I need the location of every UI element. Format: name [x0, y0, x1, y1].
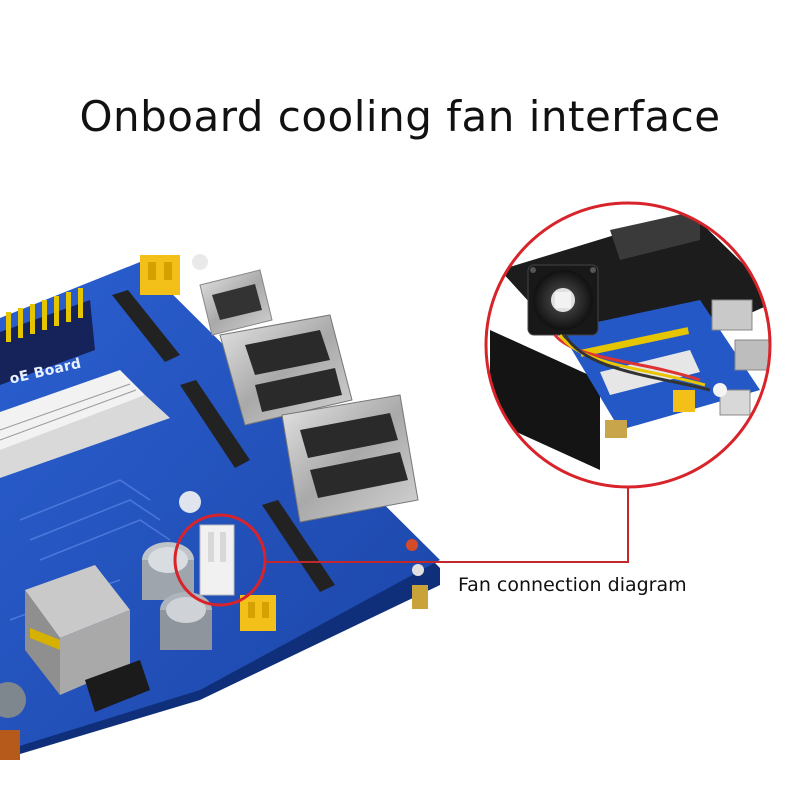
yellow-jumper-top: [140, 255, 180, 295]
red-dot: [406, 539, 418, 551]
fan-icon: [527, 264, 599, 336]
fan-caption: Fan connection diagram: [458, 574, 687, 596]
fpc-connectors: [112, 290, 335, 592]
gpio-header: [0, 288, 95, 385]
red-circle-highlight: [173, 513, 267, 607]
standoff: [412, 585, 428, 609]
fan-connector: [199, 524, 235, 596]
usb-port-2: [281, 394, 419, 523]
yellow-jumper-bottom: [240, 595, 276, 631]
mount-hole: [179, 491, 201, 513]
capacitors: [142, 542, 212, 650]
page-title: Onboard cooling fan interface: [79, 92, 721, 141]
hdmi-port: [199, 269, 273, 336]
usb-port-1: [219, 314, 353, 426]
component: [0, 682, 26, 718]
mount-hole: [192, 254, 208, 270]
chip: [85, 660, 150, 712]
ethernet-transformer: [25, 565, 130, 695]
mount-hole: [412, 564, 424, 576]
leader-line: [265, 488, 629, 563]
inset-view: [484, 201, 772, 489]
carrier-board: [0, 254, 440, 760]
